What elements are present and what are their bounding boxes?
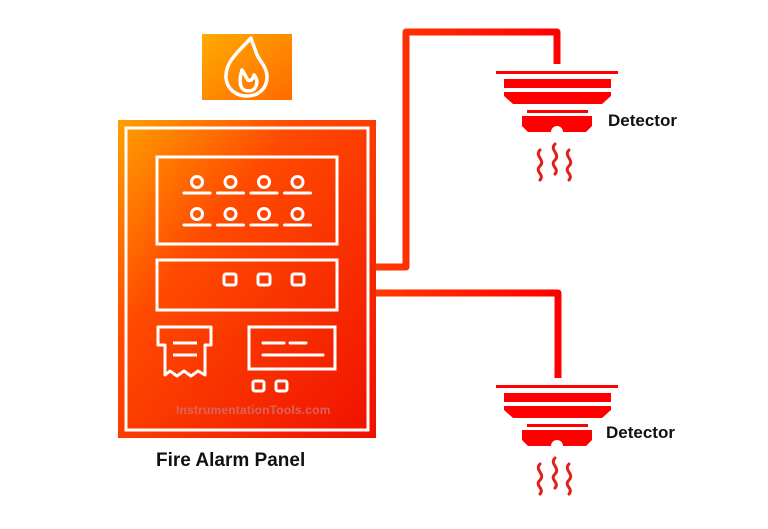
wire-to-detector-2 — [376, 289, 562, 378]
flame-icon — [224, 36, 269, 98]
control-button — [256, 272, 272, 287]
detector-label-2: Detector — [606, 423, 675, 442]
control-button — [290, 272, 306, 287]
printer-icon — [156, 325, 213, 378]
wire-to-detector-1 — [376, 28, 561, 271]
indicator-light — [249, 207, 279, 227]
display-icon — [247, 325, 337, 371]
detector-head — [522, 116, 592, 132]
detectors — [496, 71, 618, 496]
indicator-lights — [182, 175, 312, 227]
indicator-light — [283, 175, 312, 195]
detector-label-1: Detector — [608, 111, 677, 130]
smoke-detector-1 — [496, 71, 618, 132]
indicator-light — [182, 175, 212, 195]
indicator-light — [283, 207, 312, 227]
control-button — [222, 272, 238, 287]
indicator-light — [249, 175, 279, 195]
smoke-icon — [536, 456, 573, 496]
control-buttons — [222, 272, 306, 287]
flame-badge — [202, 34, 292, 100]
smoke-icon — [536, 142, 573, 182]
watermark: InstrumentationTools.com — [176, 403, 331, 417]
panel-body — [118, 120, 376, 438]
detector-head — [522, 430, 592, 446]
keypad-buttons — [251, 379, 289, 393]
control-strip — [155, 258, 339, 312]
fire-alarm-panel — [118, 120, 376, 438]
keypad-button — [251, 379, 266, 393]
indicator-light — [216, 207, 245, 227]
panel-label: Fire Alarm Panel — [156, 450, 306, 471]
indicator-light — [216, 175, 245, 195]
smoke-detector-2 — [496, 385, 618, 446]
wiring — [376, 28, 562, 378]
keypad-button — [274, 379, 289, 393]
indicator-light — [182, 207, 212, 227]
indicator-panel — [155, 155, 339, 246]
panel-inner-border — [124, 126, 370, 432]
badge-background — [202, 34, 292, 100]
